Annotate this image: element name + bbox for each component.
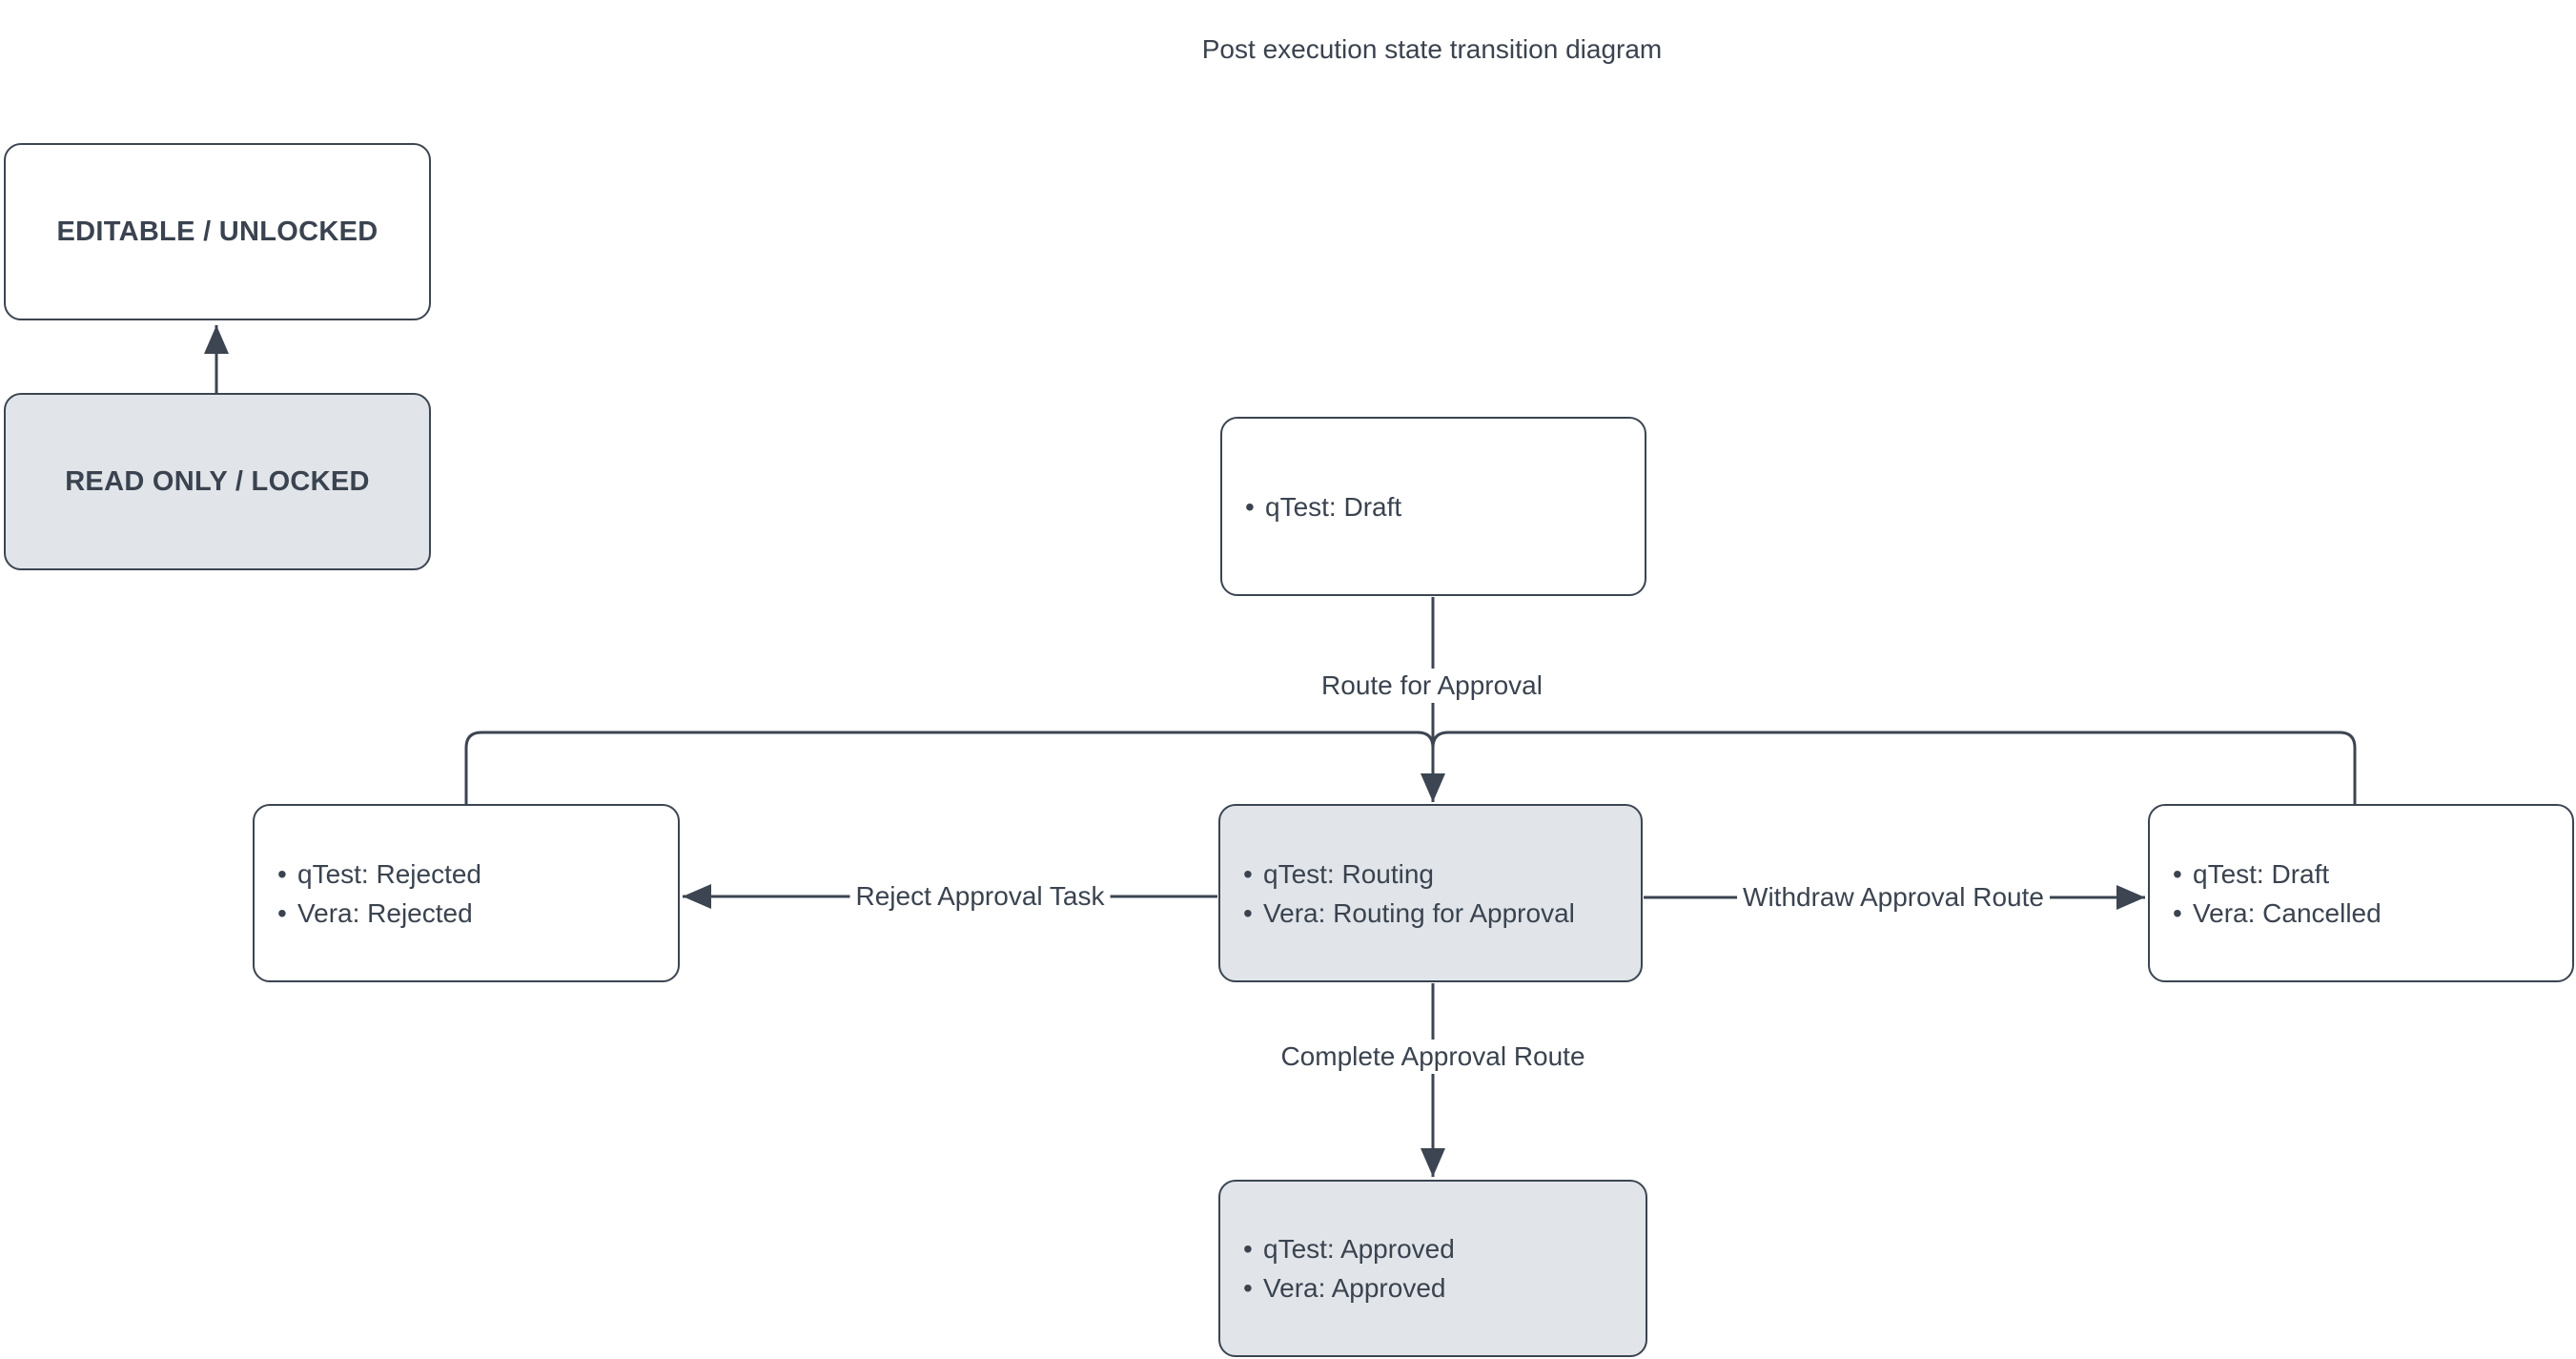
bullet-glyph: •: [277, 897, 287, 928]
bullet-glyph: •: [277, 858, 287, 889]
node-readonly-locked: READ ONLY / LOCKED: [4, 393, 431, 570]
edge-label-complete-approval-route: Complete Approval Route: [1275, 1040, 1591, 1074]
node-editable-unlocked: EDITABLE / UNLOCKED: [4, 143, 431, 320]
bullet-text: Vera: Rejected: [297, 897, 473, 928]
node-label: EDITABLE / UNLOCKED: [56, 216, 378, 247]
bullet-text: qTest: Rejected: [297, 858, 481, 889]
edge-label-reject-approval-task: Reject Approval Task: [849, 879, 1111, 914]
bullet-glyph: •: [1243, 897, 1253, 928]
node-label: READ ONLY / LOCKED: [65, 465, 370, 497]
node-approved: • qTest: Approved • Vera: Approved: [1218, 1180, 1647, 1357]
bullet-text: qTest: Draft: [2193, 858, 2330, 889]
bullet-text: Vera: Cancelled: [2193, 897, 2382, 928]
bullet-text: qTest: Approved: [1263, 1234, 1455, 1264]
bullet-glyph: •: [1243, 1273, 1253, 1303]
edge-label-route-for-approval: Route for Approval: [1316, 669, 1548, 703]
edge-loop-right-connector: [1431, 731, 2357, 804]
bullet-glyph: •: [2173, 858, 2182, 889]
bullet-glyph: •: [2173, 897, 2182, 928]
bullet-item: • Vera: Cancelled: [2173, 894, 2565, 933]
bullet-item: • qTest: Approved: [1243, 1229, 1638, 1268]
bullet-item: • Vera: Routing for Approval: [1243, 894, 1633, 933]
node-qtest-draft: • qTest: Draft: [1220, 417, 1646, 596]
bullet-text: qTest: Draft: [1265, 491, 1402, 522]
edge-loop-left-connector: [464, 731, 1435, 804]
edge-label-withdraw-approval-route: Withdraw Approval Route: [1737, 880, 2050, 915]
bullet-item: • qTest: Draft: [2173, 855, 2565, 894]
bullet-glyph: •: [1243, 1234, 1253, 1264]
bullet-glyph: •: [1245, 491, 1255, 522]
bullet-item: • Vera: Rejected: [277, 894, 670, 933]
bullet-item: • qTest: Rejected: [277, 855, 670, 894]
node-draft-cancelled: • qTest: Draft • Vera: Cancelled: [2148, 804, 2574, 982]
node-routing: • qTest: Routing • Vera: Routing for App…: [1218, 804, 1643, 982]
bullet-glyph: •: [1243, 858, 1253, 889]
bullet-text: Vera: Approved: [1263, 1273, 1446, 1303]
node-rejected: • qTest: Rejected • Vera: Rejected: [253, 804, 680, 982]
bullet-item: • Vera: Approved: [1243, 1268, 1638, 1308]
bullet-text: Vera: Routing for Approval: [1263, 897, 1575, 928]
bullet-item: • qTest: Draft: [1245, 487, 1637, 526]
diagram-title: Post execution state transition diagram: [1201, 34, 1663, 64]
bullet-item: • qTest: Routing: [1243, 855, 1633, 894]
bullet-text: qTest: Routing: [1263, 858, 1434, 889]
